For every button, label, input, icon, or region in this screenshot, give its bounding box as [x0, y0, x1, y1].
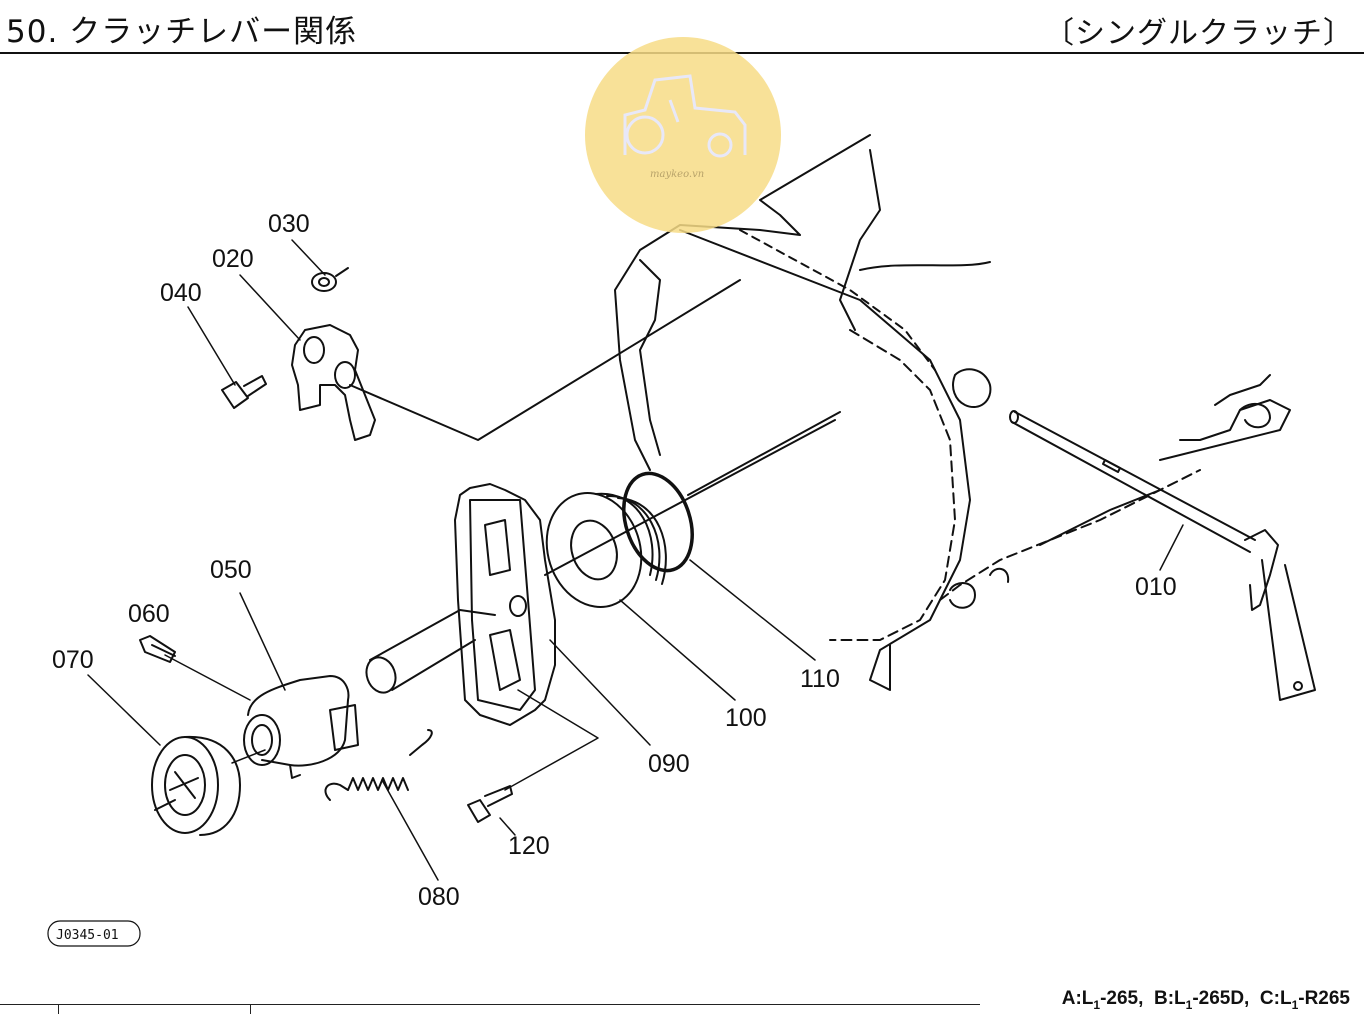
model-applicability: A:L1-265, B:L1-265D, C:L1-R265	[1061, 988, 1350, 1012]
watermark-text: maykeo.vn	[650, 169, 704, 180]
part-110-o-ring	[622, 411, 841, 573]
clutch-housing	[614, 134, 1291, 691]
watermark-logo: maykeo.vn	[585, 37, 781, 233]
part-120-bolt	[467, 785, 513, 823]
drawing-code-badge: J0345-01	[47, 920, 141, 947]
part-020-fork-lever	[291, 279, 741, 441]
label-120: 120	[508, 832, 550, 860]
part-080-spring	[324, 729, 433, 801]
footer-rule	[0, 1004, 980, 1005]
label-070: 070	[52, 646, 94, 674]
part-060-grease-nipple	[139, 635, 176, 663]
drawing-code: J0345-01	[56, 928, 119, 943]
footer-tick	[58, 1004, 59, 1014]
footer-tick	[250, 1004, 251, 1014]
part-090-carrier	[365, 419, 836, 726]
part-010-clutch-shaft	[1009, 410, 1316, 701]
page-title: 50. クラッチレバー関係	[6, 14, 358, 50]
part-040-bolt	[221, 375, 267, 409]
label-060: 060	[128, 600, 170, 628]
label-020: 020	[212, 245, 254, 273]
label-100: 100	[725, 704, 767, 732]
label-090: 090	[648, 750, 690, 778]
variant-label: 〔シングルクラッチ〕	[1044, 16, 1354, 51]
part-070-bearing	[151, 735, 241, 836]
part-100-hub	[545, 492, 667, 608]
label-110: 110	[800, 665, 840, 693]
leader-lines	[87, 239, 1184, 881]
label-010: 010	[1135, 573, 1177, 601]
label-080: 080	[418, 883, 460, 911]
label-030: 030	[268, 210, 310, 238]
label-040: 040	[160, 279, 202, 307]
label-050: 050	[210, 556, 252, 584]
part-050-sleeve	[243, 675, 359, 779]
part-030-washer	[311, 267, 349, 292]
